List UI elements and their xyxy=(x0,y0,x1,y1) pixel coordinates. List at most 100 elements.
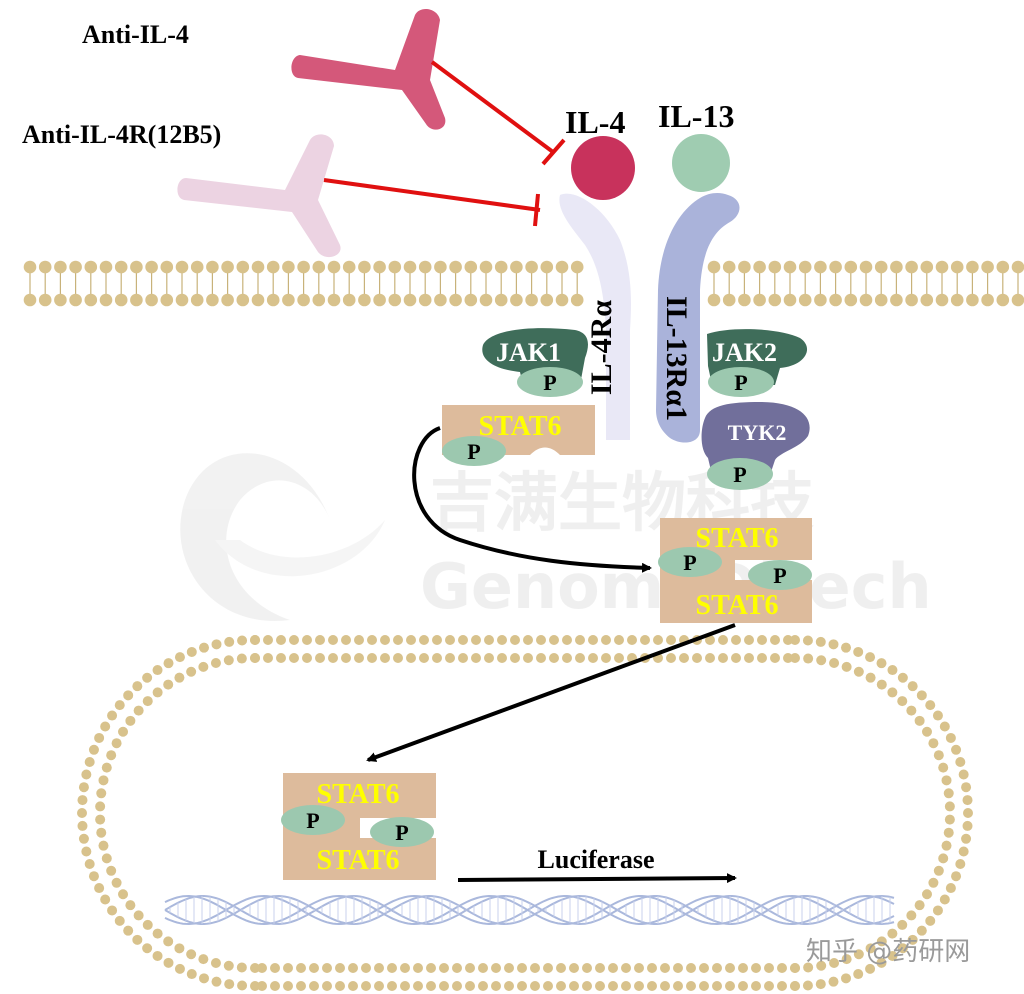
lipid-head xyxy=(944,814,955,825)
stat6-monomer: STAT6 P xyxy=(442,405,595,466)
lipid-head xyxy=(388,293,402,307)
stat6-dimer-nucleus-bottom-label: STAT6 xyxy=(317,845,400,876)
lipid-head xyxy=(373,293,386,307)
il13ra1-label: IL-13Rα1 xyxy=(660,296,693,421)
lipid-head xyxy=(403,260,417,274)
lipid-head xyxy=(406,635,416,645)
lipid-head xyxy=(731,635,741,645)
lipid-head xyxy=(907,934,918,945)
lipid-head xyxy=(897,672,908,683)
lipid-head xyxy=(556,963,566,973)
lipid-head xyxy=(380,653,390,663)
lipid-head xyxy=(186,969,197,980)
lipid-head xyxy=(322,963,332,973)
lipid-head xyxy=(175,293,189,307)
lipid-head xyxy=(400,981,410,991)
lipid-head xyxy=(361,981,371,991)
lipid-head xyxy=(853,646,864,657)
lipid-head xyxy=(815,979,826,990)
lipid-head xyxy=(627,635,637,645)
lipid-head xyxy=(142,943,153,954)
stat6-dimer-cytoplasm-phospho-right-label: P xyxy=(773,563,786,588)
anti-il4r-antibody-shape xyxy=(177,134,341,258)
lipid-head xyxy=(98,840,109,851)
lipid-head xyxy=(570,293,584,307)
lipid-head xyxy=(951,871,962,882)
lipid-head xyxy=(393,635,403,645)
lipid-head xyxy=(1011,260,1024,274)
lipid-head xyxy=(199,642,210,653)
lipid-head xyxy=(354,653,364,663)
dna-helix xyxy=(164,894,895,926)
lipid-head xyxy=(283,981,293,991)
lipid-head xyxy=(945,883,956,894)
luciferase-arrow xyxy=(457,873,737,884)
lipid-head xyxy=(640,635,650,645)
il4-label: IL-4 xyxy=(565,104,625,140)
lipid-head xyxy=(525,260,538,274)
lipid-head xyxy=(530,963,540,973)
lipid-head xyxy=(887,665,898,676)
lipid-head xyxy=(920,260,934,274)
lipid-head xyxy=(250,653,260,663)
lipid-head xyxy=(859,293,873,307)
tyk2-phospho-label: P xyxy=(733,462,746,487)
lipid-head xyxy=(315,653,325,663)
lipid-head xyxy=(844,260,858,274)
lipid-head xyxy=(449,260,462,274)
lipid-head xyxy=(96,788,107,799)
lipid-head xyxy=(914,900,925,911)
lipid-head xyxy=(174,943,185,954)
lipid-head xyxy=(555,260,569,274)
lipid-head xyxy=(491,981,501,991)
lipid-head xyxy=(419,635,429,645)
il4ra-receptor: IL-4Rα xyxy=(559,193,631,440)
lipid-head xyxy=(221,293,234,307)
lipid-head xyxy=(54,260,67,274)
lipid-head xyxy=(906,910,917,921)
lipid-head xyxy=(981,260,994,274)
lipid-head xyxy=(569,963,579,973)
lipid-head xyxy=(100,721,111,732)
lipid-head xyxy=(190,260,204,274)
lipid-head xyxy=(163,658,174,669)
lipid-head xyxy=(673,981,683,991)
lipid-head xyxy=(296,963,306,973)
lipid-head xyxy=(897,919,908,930)
stat6-dimer-nucleus-top-label: STAT6 xyxy=(317,779,400,810)
lipid-head xyxy=(101,853,112,864)
lipid-head xyxy=(536,653,546,663)
lipid-head xyxy=(342,293,356,307)
lipid-head xyxy=(828,976,839,987)
watermark-logo xyxy=(180,453,385,621)
watermark: 吉满生物科技 GenomeDitech xyxy=(180,453,932,623)
lipid-head xyxy=(289,635,299,645)
lipid-head xyxy=(764,981,774,991)
lipid-head xyxy=(530,981,540,991)
lipid-head xyxy=(966,260,979,274)
stat6-dimer-nucleus-shape xyxy=(283,773,436,880)
lipid-head xyxy=(647,963,657,973)
lipid-head xyxy=(876,679,887,690)
lipid-head xyxy=(163,957,174,968)
lipid-head xyxy=(142,672,153,683)
lipid-head xyxy=(199,973,210,984)
stat6-dimer-nucleus-phospho-left xyxy=(281,805,345,835)
lipid-head xyxy=(958,769,969,780)
lipid-head xyxy=(270,981,280,991)
lipid-head xyxy=(114,700,125,711)
lipid-head xyxy=(413,963,423,973)
anti-il4-antibody-shape xyxy=(291,8,446,130)
lipid-head xyxy=(125,900,136,911)
lipid-head xyxy=(582,963,592,973)
lipid-head xyxy=(525,293,538,307)
lipid-head xyxy=(88,871,99,882)
lipid-head xyxy=(236,293,250,307)
lipid-head xyxy=(562,635,572,645)
lipid-head xyxy=(549,653,559,663)
lipid-head xyxy=(950,260,964,274)
lipid-head xyxy=(582,981,592,991)
lipid-head xyxy=(348,981,358,991)
lipid-head xyxy=(933,750,944,761)
